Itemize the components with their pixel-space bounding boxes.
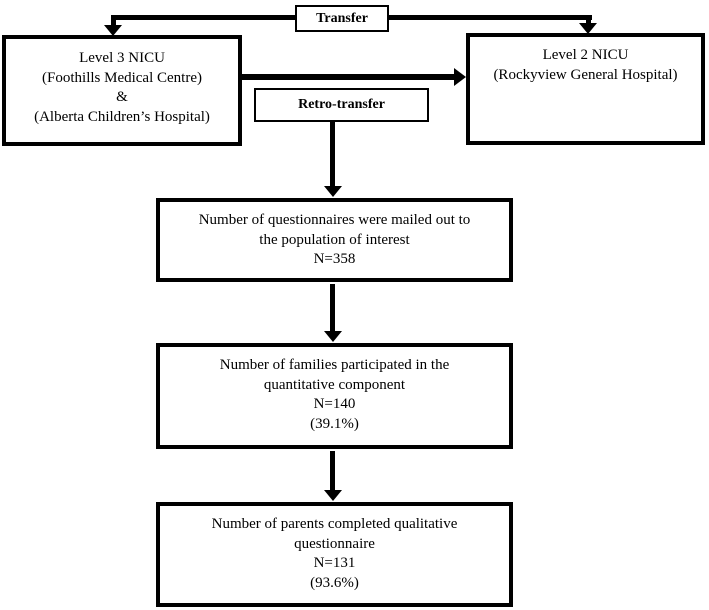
quantitative-to-qualitative-arrow-shaft [330,451,335,491]
transfer-arrow-shaft [242,74,458,80]
node-qual-count: N=131 [313,555,356,571]
node-qual-line2: questionnaire [294,535,375,552]
transfer-bus-left-segment [111,15,301,20]
arrowhead-retro-to-mailed-icon [324,186,342,197]
node-quant-count: N=140 [313,396,356,412]
node-qualitative-questionnaire-text: Number of parents completed qualitative … [160,506,509,603]
node-quantitative-participation: Number of families participated in the q… [156,343,513,449]
node-quant-line2: quantitative component [263,376,406,393]
mailed-to-quantitative-arrow-shaft [330,284,335,332]
arrowhead-transfer-to-level2-icon [579,23,597,34]
node-mailed-line1: Number of questionnaires were mailed out… [198,212,471,228]
node-level3-line4: (Alberta Children’s Hospital) [34,108,210,125]
node-level2-line1: Level 2 NICU [542,47,629,63]
node-qualitative-questionnaire: Number of parents completed qualitative … [156,502,513,607]
retro-transfer-label-box: Retro-transfer [254,88,429,122]
transfer-drop-right-segment [586,15,591,25]
node-level2-nicu: Level 2 NICU (Rockyview General Hospital… [466,33,705,145]
node-level3-nicu-text: Level 3 NICU (Foothills Medical Centre) … [6,39,238,142]
retro-to-mailed-arrow-shaft [330,122,335,188]
node-level3-line2: (Foothills Medical Centre) [42,69,202,86]
retro-transfer-label-text: Retro-transfer [298,97,385,112]
node-quant-line1: Number of families participated in the [219,357,450,373]
node-mailed-count: N=358 [313,251,356,267]
arrowhead-transfer-to-level3-icon [104,25,122,36]
node-questionnaires-mailed: Number of questionnaires were mailed out… [156,198,513,282]
node-mailed-line2: the population of interest [259,231,410,248]
node-level2-nicu-text: Level 2 NICU (Rockyview General Hospital… [470,37,701,141]
arrowhead-quantitative-to-qualitative-icon [324,490,342,501]
node-qual-line1: Number of parents completed qualitative [211,516,458,532]
node-level3-line1: Level 3 NICU [79,50,165,66]
node-quantitative-participation-text: Number of families participated in the q… [160,347,509,445]
node-questionnaires-mailed-text: Number of questionnaires were mailed out… [160,202,509,278]
arrowhead-mailed-to-quantitative-icon [324,331,342,342]
node-level3-line3: & [116,89,128,105]
node-level2-line2: (Rockyview General Hospital) [493,66,678,83]
node-level3-nicu: Level 3 NICU (Foothills Medical Centre) … [2,35,242,146]
arrowhead-level3-to-level2-icon [454,68,466,86]
node-qual-percent: (93.6%) [310,574,359,591]
transfer-drop-left-segment [111,15,116,27]
node-quant-percent: (39.1%) [310,415,359,432]
transfer-bus-right-segment [383,15,592,20]
transfer-label-text: Transfer [316,10,368,26]
transfer-label-box: Transfer [295,5,389,32]
